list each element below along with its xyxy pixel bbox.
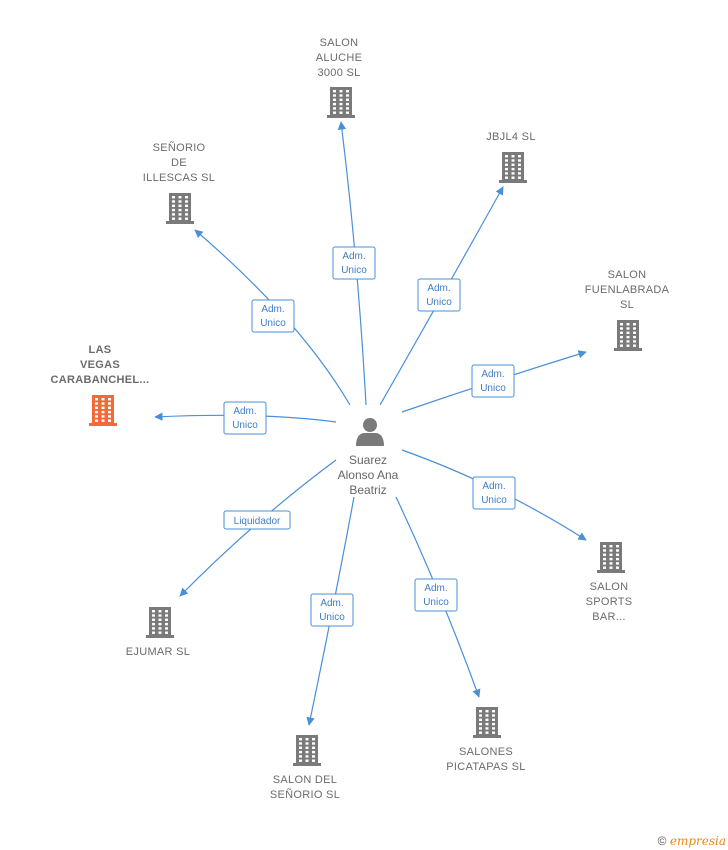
company-name-line: CARABANCHEL...: [51, 374, 150, 386]
role-label-salones-picatapas: Adm. Unico: [414, 578, 458, 612]
company-name-line: SPORTS: [586, 596, 633, 608]
company-node-salon-fuenlabrada[interactable]: SALON FUENLABRADA SL: [585, 269, 670, 351]
company-name-line: EJUMAR SL: [126, 646, 190, 658]
building-icon: [166, 193, 194, 224]
building-icon: [293, 735, 321, 766]
company-name-line: VEGAS: [80, 359, 120, 371]
role-text: Unico: [232, 420, 258, 431]
company-name-line: BAR...: [592, 611, 626, 623]
company-name-line: JBJL4 SL: [486, 131, 535, 143]
role-text: Adm.: [233, 406, 256, 417]
role-text: Unico: [341, 265, 367, 276]
nodes: SALON ALUCHE 3000 SL JBJL4 SL SEÑORIO DE ILLES…: [51, 37, 670, 801]
company-node-salon-sports[interactable]: SALON SPORTS BAR...: [586, 542, 633, 623]
company-name-line: 3000 SL: [317, 67, 360, 79]
building-icon: [614, 320, 642, 351]
company-node-las-vegas[interactable]: LAS VEGAS CARABANCHEL...: [51, 344, 150, 426]
company-name-line: ILLESCAS SL: [143, 172, 215, 184]
role-label-las-vegas: Adm. Unico: [223, 401, 267, 435]
company-node-senorio-illescas[interactable]: SEÑORIO DE ILLESCAS SL: [143, 141, 215, 224]
role-label-salon-sports: Adm. Unico: [472, 476, 516, 510]
company-name-line: DE: [171, 157, 187, 169]
company-name-line: SALON: [608, 269, 647, 281]
role-text: Liquidador: [234, 516, 281, 527]
brand-name: mpresia: [676, 834, 726, 848]
company-name-line: PICATAPAS SL: [446, 761, 525, 773]
company-node-jbjl4[interactable]: JBJL4 SL: [486, 131, 535, 183]
role-text: Unico: [260, 318, 286, 329]
role-text: Unico: [319, 612, 345, 623]
company-name-line: SALON: [590, 581, 629, 593]
role-text: Adm.: [320, 598, 343, 609]
company-name-line: FUENLABRADA: [585, 284, 670, 296]
brand-initial: e: [669, 834, 677, 848]
company-name-line: SALON DEL: [273, 774, 337, 786]
footer-brand: © empresia: [658, 834, 726, 848]
company-node-ejumar[interactable]: EJUMAR SL: [126, 607, 190, 658]
role-label-ejumar: Liquidador: [223, 510, 291, 530]
company-name-line: SALONES: [459, 746, 513, 758]
person-name-line: Suarez: [349, 453, 387, 467]
copyright-symbol: ©: [657, 834, 667, 848]
building-icon: [146, 607, 174, 638]
company-name-line: SALON: [320, 37, 359, 49]
building-icon: [327, 87, 355, 118]
person-name-line: Alonso Ana: [338, 468, 399, 482]
role-text: Adm.: [482, 481, 505, 492]
role-text: Adm.: [427, 283, 450, 294]
role-label-senorio-illescas: Adm. Unico: [251, 299, 295, 333]
company-node-salon-del-senorio[interactable]: SALON DEL SEÑORIO SL: [270, 735, 340, 801]
role-text: Unico: [480, 383, 506, 394]
role-text: Adm.: [342, 251, 365, 262]
role-text: Adm.: [481, 369, 504, 380]
company-node-salon-aluche[interactable]: SALON ALUCHE 3000 SL: [316, 37, 362, 118]
role-label-salon-aluche: Adm. Unico: [332, 246, 376, 280]
person-icon: [356, 418, 384, 446]
company-name-line: ALUCHE: [316, 52, 362, 64]
role-label-salon-del-senorio: Adm. Unico: [310, 593, 354, 627]
role-text: Unico: [423, 597, 449, 608]
company-name-line: SEÑORIO SL: [270, 788, 340, 801]
building-icon: [473, 707, 501, 738]
building-icon: [499, 152, 527, 183]
building-icon: [597, 542, 625, 573]
building-icon: [89, 395, 117, 426]
company-name-line: LAS: [89, 344, 112, 356]
role-labels: Adm.UnicoAdm.UnicoAdm.UnicoAdm.UnicoAdm.…: [223, 246, 516, 627]
role-label-salon-fuenlabrada: Adm. Unico: [471, 364, 515, 398]
company-node-salones-picatapas[interactable]: SALONES PICATAPAS SL: [446, 707, 525, 773]
role-text: Unico: [426, 297, 452, 308]
role-label-jbjl4: Adm. Unico: [417, 278, 461, 312]
company-name-line: SL: [620, 299, 634, 311]
role-text: Unico: [481, 495, 507, 506]
person-name-line: Beatriz: [349, 483, 386, 497]
role-text: Adm.: [424, 583, 447, 594]
role-text: Adm.: [261, 304, 284, 315]
company-name-line: SEÑORIO: [153, 141, 206, 154]
